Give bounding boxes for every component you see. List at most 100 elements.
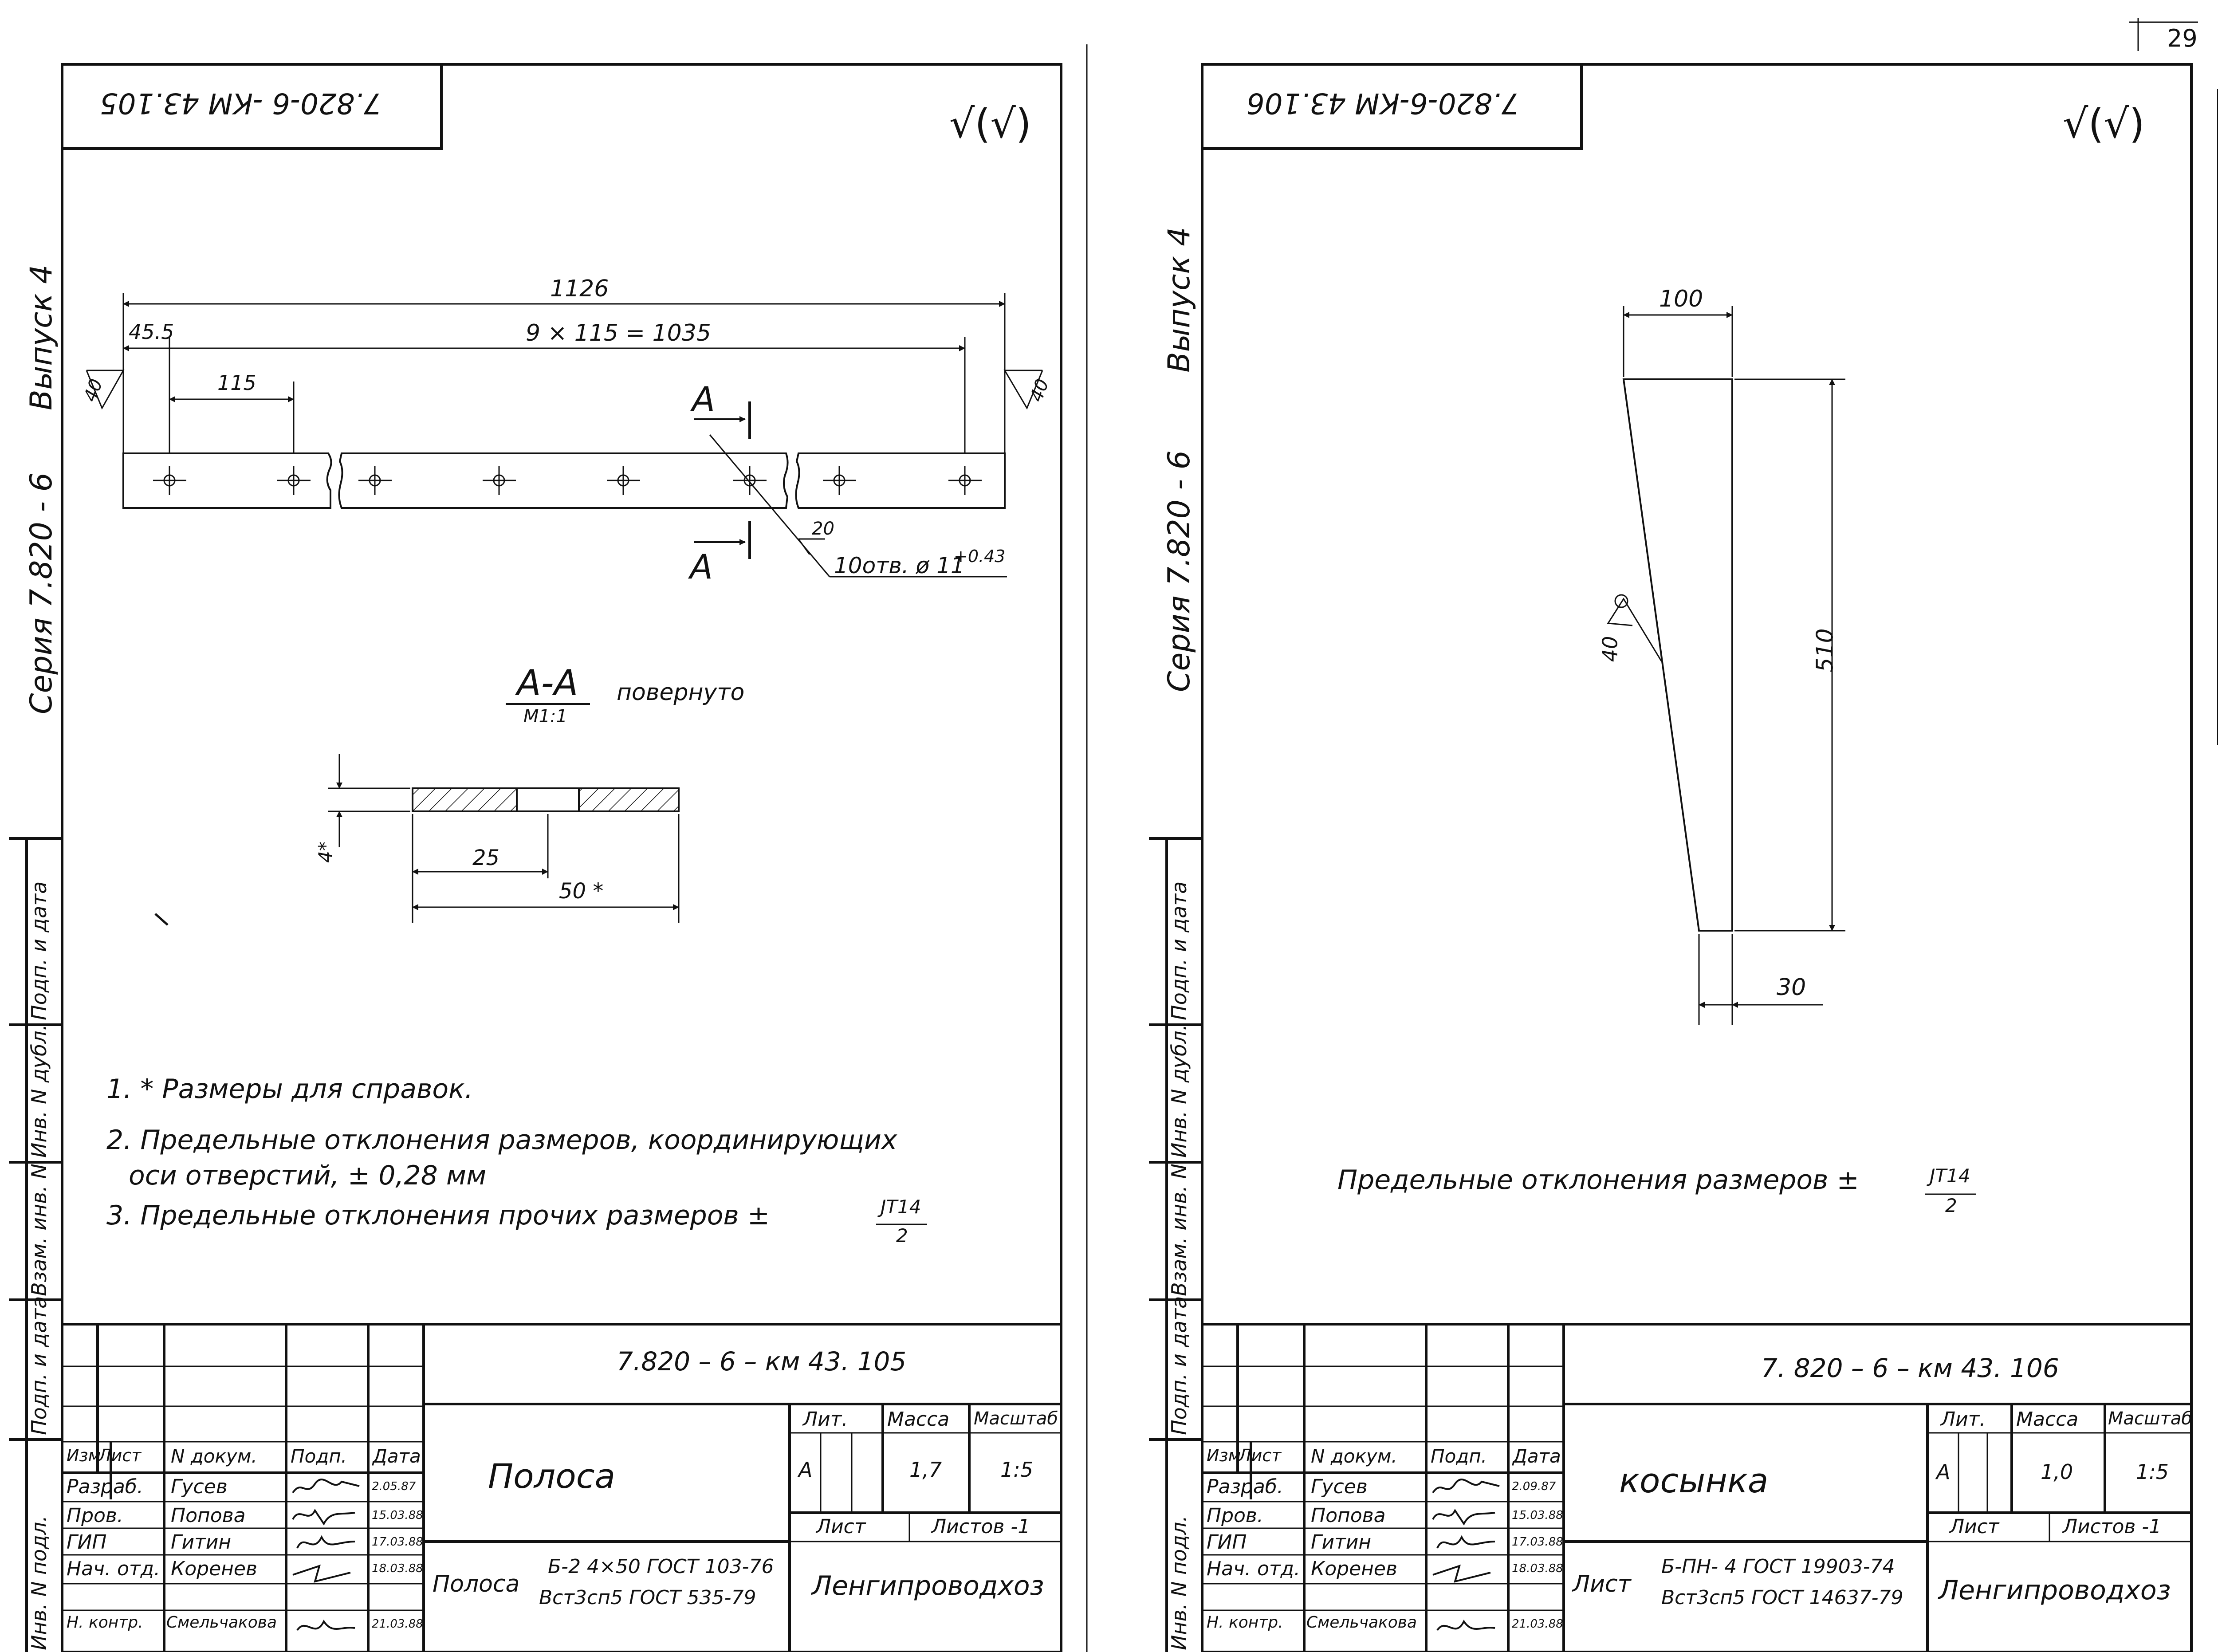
left-stamp-code: 7.820-6 -КМ 43.105 (100, 87, 382, 119)
cut-letter-top: А (692, 379, 715, 419)
strip-drawing (86, 293, 1043, 1225)
right-side-label-2: Инв. N дубл. (1167, 1024, 1191, 1158)
right-material-prefix: Лист (1573, 1571, 1631, 1597)
section-title: А-А (517, 662, 578, 704)
right-row-date-4: 18.03.88 (1512, 1562, 1563, 1575)
left-signatures (292, 1479, 360, 1631)
left-row-date-5: 21.03.88 (372, 1617, 423, 1631)
right-row-name-3: Гитин (1311, 1531, 1372, 1554)
right-row-role-1: Разраб. (1207, 1475, 1283, 1498)
right-row-role-3: ГИП (1207, 1531, 1247, 1554)
right-note-frac-bottom: 2 (1945, 1195, 1957, 1216)
left-doc-code: 7.820 – 6 – км 43. 105 (617, 1346, 907, 1377)
left-row-role-3: ГИП (67, 1531, 107, 1554)
right-row-date-5: 21.03.88 (1512, 1617, 1563, 1631)
left-side-label-2: Инв. N дубл. (27, 1024, 51, 1158)
left-col-doc: N докум. (171, 1445, 257, 1467)
right-material-bottom: Вст3сп5 ГОСТ 14637-79 (1661, 1586, 1903, 1609)
dim-pitch: 9 × 115 = 1035 (526, 320, 711, 346)
left-col-list: Лист (98, 1446, 142, 1465)
right-row-name-2: Попова (1311, 1504, 1386, 1527)
right-lit-header: Лит. (1941, 1408, 1986, 1431)
left-col-sign: Подп. (291, 1445, 347, 1467)
left-margin-series: Серия 7.820 - 6 (24, 472, 59, 714)
right-col-list: Лист (1239, 1446, 1282, 1465)
right-col-sign: Подп. (1431, 1445, 1487, 1467)
right-stamp-code: 7.820-6-КМ 43.106 (1247, 87, 1520, 119)
left-row-role-1: Разраб. (67, 1475, 143, 1498)
dim-edge: 45.5 (129, 320, 174, 344)
right-row-date-1: 2.09.87 (1512, 1480, 1556, 1493)
right-scale-value: 1:5 (2136, 1460, 2169, 1484)
note-3-frac-top: JT14 (881, 1196, 921, 1218)
left-row-date-4: 18.03.88 (372, 1562, 423, 1575)
dim-section-w2: 50 * (559, 879, 604, 904)
right-row-date-2: 15.03.88 (1512, 1509, 1563, 1522)
right-row-role-4: Нач. отд. (1207, 1558, 1300, 1580)
right-note-frac-top: JT14 (1930, 1165, 1970, 1187)
right-signatures (1432, 1479, 1500, 1631)
left-row-date-1: 2.05.87 (372, 1480, 416, 1493)
right-side-label-3: Взам. инв. N (1167, 1164, 1191, 1296)
note-1: 1. * Размеры для справок. (106, 1074, 473, 1105)
cut-letter-bottom: А (690, 547, 713, 586)
right-material-top: Б-ПН- 4 ГОСТ 19903-74 (1661, 1555, 1895, 1578)
right-mass-value: 1,0 (2041, 1460, 2073, 1484)
right-margin-issue: Выпуск 4 (1162, 227, 1197, 373)
left-organization: Ленгипроводхоз (812, 1570, 1044, 1601)
left-row-role-4: Нач. отд. (67, 1558, 160, 1580)
right-note: Предельные отклонения размеров ± (1337, 1164, 1859, 1196)
left-part-name: Полоса (488, 1456, 616, 1496)
left-row-name-2: Попова (171, 1504, 246, 1527)
dim-section-t: 4* (314, 842, 336, 863)
left-col-izm: Изм (67, 1446, 101, 1465)
right-margin-series: Серия 7.820 - 6 (1162, 450, 1197, 692)
left-side-label-5: Инв. N подл. (27, 1515, 51, 1650)
dim-height: 510 (1812, 628, 1839, 673)
left-side-label-1: Подп. и дата (27, 881, 51, 1020)
left-material-top: Б-2 4×50 ГОСТ 103-76 (548, 1555, 774, 1578)
left-row-role-5: Н. контр. (67, 1613, 143, 1632)
left-lit-value: А (798, 1458, 813, 1482)
dim-holes: 10отв. ø 11 (834, 553, 965, 578)
right-mass-header: Масса (2016, 1408, 2079, 1431)
left-row-name-1: Гусев (171, 1475, 228, 1498)
left-margin-issue: Выпуск 4 (24, 264, 59, 410)
right-side-label-1: Подп. и дата (1167, 881, 1191, 1020)
section-note: повернуто (617, 679, 745, 706)
left-col-date: Дата (373, 1445, 421, 1467)
page-number: 29 (2167, 24, 2198, 52)
note-3: 3. Предельные отклонения прочих размеров… (106, 1200, 770, 1231)
right-row-name-1: Гусев (1311, 1475, 1368, 1498)
left-side-label-4: Подп. и дата (27, 1296, 51, 1435)
right-row-date-3: 17.03.88 (1512, 1535, 1563, 1549)
right-sheet-label: Лист (1950, 1515, 1999, 1538)
dim-bottom-width: 30 (1777, 974, 1806, 1001)
note-2: 2. Предельные отклонения размеров, коорд… (106, 1125, 897, 1156)
right-col-date: Дата (1513, 1445, 1561, 1467)
right-col-izm: Изм (1207, 1446, 1241, 1465)
gusset-drawing (1607, 306, 1976, 1195)
left-mass-value: 1,7 (909, 1458, 942, 1482)
right-row-name-4: Коренев (1311, 1558, 1397, 1580)
right-doc-code: 7. 820 – 6 – км 43. 106 (1761, 1353, 2059, 1383)
left-row-name-3: Гитин (171, 1531, 232, 1554)
section-scale: М1:1 (523, 706, 567, 727)
left-scale-value: 1:5 (1000, 1458, 1034, 1482)
right-organization: Ленгипроводхоз (1939, 1575, 2171, 1606)
left-row-name-5: Смельчакова (166, 1613, 277, 1632)
right-lit-value: А (1936, 1460, 1951, 1484)
left-row-date-3: 17.03.88 (372, 1535, 423, 1549)
left-row-date-2: 15.03.88 (372, 1509, 423, 1522)
note-3-frac-bottom: 2 (896, 1225, 908, 1247)
left-sheets-label: Листов -1 (932, 1515, 1030, 1538)
dim-holes-tol: +0.43 (954, 547, 1006, 566)
right-roughness-mark: √(√) (2063, 101, 2145, 147)
right-side-label-4: Подп. и дата (1167, 1296, 1191, 1435)
right-sheets-label: Листов -1 (2063, 1515, 2162, 1538)
left-material-prefix: Полоса (433, 1571, 520, 1597)
left-sheet-label: Лист (816, 1515, 866, 1538)
dim-weld: 40 (1598, 636, 1622, 662)
left-mass-header: Масса (887, 1408, 950, 1431)
